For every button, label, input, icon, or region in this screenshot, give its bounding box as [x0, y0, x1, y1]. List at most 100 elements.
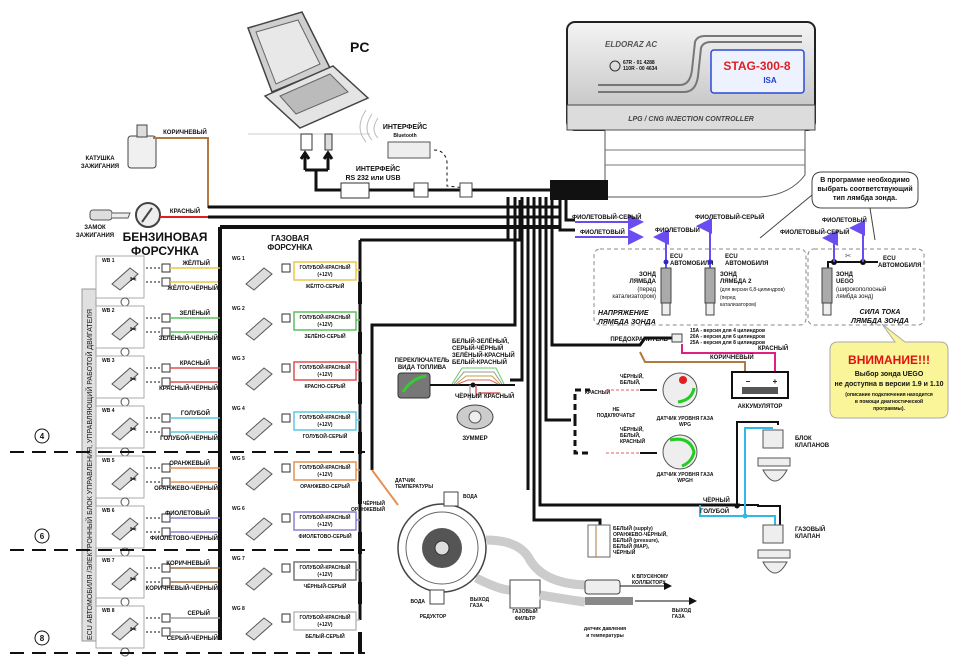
petrol-wire-2-label: ЗЕЛЁНЫЙ-ЧЁРНЫЙ: [159, 334, 218, 342]
scissors-icon: ✂: [130, 325, 137, 334]
petrol-wire-2-label: СЕРЫЙ-ЧЁРНЫЙ: [167, 634, 218, 642]
svg-text:ВОДА: ВОДА: [463, 494, 478, 500]
gas-injector-icon: [245, 617, 273, 641]
svg-text:4: 4: [40, 432, 45, 441]
valves: ЧЁРНЫЙ ГОЛУБОЙ БЛОК КЛАПАНОВ ГАЗОВЫЙ КЛА…: [699, 421, 830, 574]
svg-text:RS 232 или USB: RS 232 или USB: [345, 175, 400, 182]
gas-injector-icon: [245, 517, 273, 541]
connector-icon: [281, 413, 291, 423]
petrol-wire-1-label: СЕРЫЙ: [187, 609, 210, 617]
svg-text:ЗАЖИГАНИЯ: ЗАЖИГАНИЯ: [76, 233, 114, 239]
svg-text:ВИДА ТОПЛИВА: ВИДА ТОПЛИВА: [398, 365, 447, 371]
svg-text:ФИОЛЕТОВЫЙ: ФИОЛЕТОВЫЙ: [822, 216, 867, 224]
svg-text:ФИОЛЕТОВЫЙ-СЕРЫЙ: ФИОЛЕТОВЫЙ-СЕРЫЙ: [780, 228, 849, 236]
petrol-wire-1-label: ЗЕЛЁНЫЙ: [179, 309, 210, 317]
petrol-injector-icon: [111, 517, 139, 541]
connector-icon: [161, 613, 171, 623]
petrol-injector-id: WB 7: [102, 558, 115, 564]
gas-injector-id: WG 2: [232, 306, 245, 312]
cut-scissors-icon: ✂: [845, 253, 851, 260]
bluetooth-signal-icon: [359, 109, 379, 143]
petrol-wire-1-label: ГОЛУБОЙ: [181, 409, 210, 417]
svg-text:ЗОНД: ЗОНД: [720, 272, 738, 278]
svg-text:ИНТЕРФЕЙС: ИНТЕРФЕЙС: [356, 164, 400, 173]
connector-ring-icon: [120, 397, 130, 407]
svg-text:ECU: ECU: [670, 254, 683, 260]
svg-text:(+12V): (+12V): [317, 422, 332, 428]
petrol-wire-2-label: ГОЛУБОЙ-ЧЁРНЫЙ: [160, 434, 218, 442]
svg-text:РЕДУКТОР: РЕДУКТОР: [420, 614, 447, 620]
svg-text:Bluetooth: Bluetooth: [393, 133, 416, 139]
connector-icon: [161, 263, 171, 273]
svg-text:ПРЕДОХРАНИТЕЛЬ: ПРЕДОХРАНИТЕЛЬ: [610, 337, 668, 343]
svg-text:ГАЗА: ГАЗА: [672, 614, 685, 620]
petrol-injector-frame: [95, 605, 145, 649]
svg-text:ЗЕЛЁНЫЙ-КРАСНЫЙ: ЗЕЛЁНЫЙ-КРАСНЫЙ: [452, 351, 515, 359]
connector-ring-icon: [120, 597, 130, 607]
svg-text:КАТУШКА: КАТУШКА: [85, 156, 115, 162]
laptop: PC: [247, 11, 369, 129]
svg-text:(+12V): (+12V): [317, 372, 332, 378]
scissors-icon: ✂: [130, 375, 137, 384]
svg-text:БЛОК: БЛОК: [795, 436, 812, 442]
gas-injector-title: ГАЗОВАЯ: [271, 234, 309, 243]
connector-icon: [161, 277, 171, 287]
svg-text:в помощи диагностической: в помощи диагностической: [855, 398, 923, 405]
gas-injector-id: WG 5: [232, 456, 245, 462]
connector-icon: [161, 327, 171, 337]
svg-text:ДАТЧИК УРОВНЯ ГАЗА: ДАТЧИК УРОВНЯ ГАЗА: [657, 416, 714, 422]
battery-icon: [731, 371, 789, 399]
svg-text:НЕ: НЕ: [613, 407, 621, 413]
svg-text:(+12V): (+12V): [317, 572, 332, 578]
svg-text:КОЛЛЕКТОРУ: КОЛЛЕКТОРУ: [632, 580, 666, 586]
model-submodel: ISA: [763, 76, 777, 85]
svg-text:ВЫХОД: ВЫХОД: [470, 597, 490, 603]
model-name: STAG-300-8: [723, 59, 790, 73]
svg-text:К ВПУСКНОМУ: К ВПУСКНОМУ: [632, 574, 669, 580]
svg-text:(широкополосный: (широкополосный: [836, 286, 886, 293]
petrol-wire-2-label: ОРАНЖЕВО-ЧЁРНЫЙ: [154, 484, 218, 492]
petrol-injector-icon: [111, 617, 139, 641]
petrol-wire-2-label: КОРИЧНЕВЫЙ-ЧЁРНЫЙ: [146, 584, 218, 592]
svg-text:КОРИЧНЕВЫЙ: КОРИЧНЕВЫЙ: [163, 128, 207, 136]
gas-signal-label: ГОЛУБОЙ-СЕРЫЙ: [303, 432, 348, 440]
warning-callout: ВНИМАНИЕ!!! Выбор зонда UEGO не доступна…: [829, 323, 949, 419]
main-harness: [550, 180, 608, 200]
svg-text:выбрать соответствующий: выбрать соответствующий: [817, 185, 912, 193]
svg-text:ГАЗОВЫЙ: ГАЗОВЫЙ: [512, 607, 538, 615]
svg-text:ВОДА: ВОДА: [411, 599, 426, 605]
gas-wire-box: [293, 611, 357, 631]
scissors-icon: ✂: [130, 275, 137, 284]
gas-wire-box: [293, 561, 357, 581]
gas-wire-box: [293, 511, 357, 531]
key-icon: [89, 209, 113, 221]
svg-text:КЛАПАН: КЛАПАН: [795, 534, 820, 540]
svg-text:ОРАНЖЕВЫЙ: ОРАНЖЕВЫЙ: [351, 505, 385, 513]
svg-text:ЧЁРНЫЙ: ЧЁРНЫЙ: [455, 392, 482, 400]
petrol-injector-id: WB 1: [102, 258, 115, 264]
petrol-wire-2-label: ЖЁЛТО-ЧЁРНЫЙ: [166, 284, 218, 292]
svg-text:ЗУММЕР: ЗУММЕР: [462, 436, 487, 442]
cylinder-marker-4: [34, 428, 50, 444]
svg-text:и температуры: и температуры: [586, 633, 624, 639]
gas-filter-icon: [509, 579, 541, 609]
svg-text:БЕЛЫЙ (supply): БЕЛЫЙ (supply): [613, 524, 653, 532]
svg-text:БЕЛЫЙ (MAP),: БЕЛЫЙ (MAP),: [613, 542, 650, 550]
connector-icon: [161, 413, 171, 423]
svg-text:67R - 01 4288: 67R - 01 4288: [623, 60, 655, 66]
connector-icon: [161, 363, 171, 373]
connector-icon: [281, 563, 291, 573]
petrol-injector-title: БЕНЗИНОВАЯ: [123, 230, 208, 244]
svg-text:катализатором): катализатором): [720, 302, 757, 308]
serial-port-icon: [300, 133, 313, 151]
level-sensors: КРАСНЫЙ ЧЁРНЫЙ, БЕЛЫЙ, НЕ ПОДКЛЮЧАТЬТ ДА…: [565, 372, 714, 484]
scissors-icon: ✂: [130, 625, 137, 634]
